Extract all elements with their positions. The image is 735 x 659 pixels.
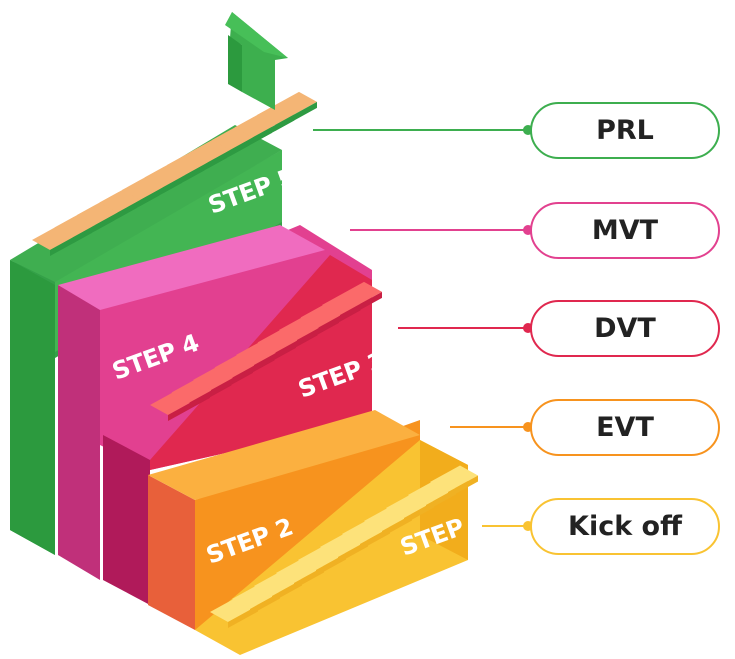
- step3-stairs: [150, 281, 382, 421]
- stair-tread: [257, 91, 317, 125]
- stair-tread: [322, 281, 382, 315]
- stair-riser: [448, 475, 478, 498]
- milestone-dvt: DVT: [530, 300, 720, 357]
- milestone-kickoff: Kick off: [530, 498, 720, 555]
- connector-prl: [313, 125, 533, 135]
- step5-stairs: [32, 91, 317, 256]
- milestone-evt: EVT: [530, 399, 720, 456]
- step2-block: [148, 410, 420, 630]
- milestone-prl: PRL: [530, 102, 720, 159]
- connector-evt: [450, 422, 533, 432]
- stair-riser: [275, 101, 317, 131]
- connector-mvt: [350, 225, 533, 235]
- connector-dvt: [398, 323, 533, 333]
- step1-stairs: [210, 465, 478, 628]
- milestone-mvt: MVT: [530, 202, 720, 259]
- stair-tread: [430, 465, 478, 492]
- stair-riser: [340, 291, 382, 321]
- up-arrow-icon: [225, 12, 288, 110]
